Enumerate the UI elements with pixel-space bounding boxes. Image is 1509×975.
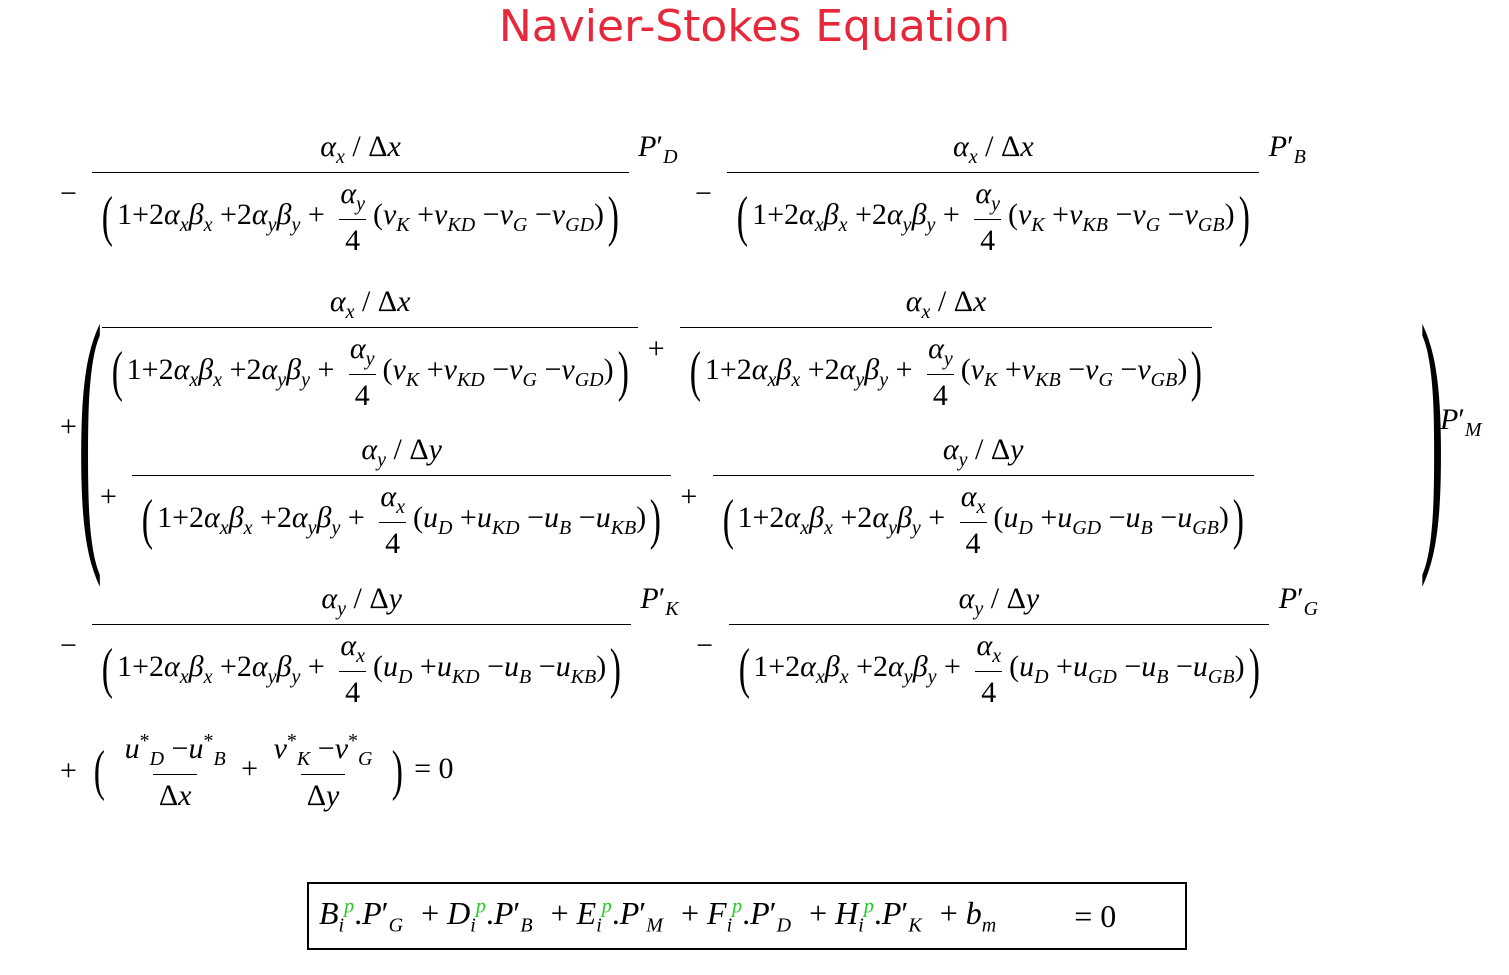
minus-sign: − (695, 176, 712, 210)
equation-row-4: + ( u*D −u*B Δx + v*K −v*G Δy ) = 0 (60, 730, 454, 812)
page-title: Navier-Stokes Equation (498, 1, 1011, 52)
pressure-term: P′M (1440, 403, 1482, 441)
pressure-term: P′G (1278, 582, 1319, 620)
pressure-term: P′K (640, 582, 679, 620)
pressure-term: P′D (638, 130, 678, 168)
minus-sign: − (60, 176, 77, 210)
pressure-term: P′B (1268, 130, 1306, 168)
boxed-equation: Bip.P′G + Dip.P′B + Eip.P′M + Fip.P′D + … (307, 882, 1187, 950)
